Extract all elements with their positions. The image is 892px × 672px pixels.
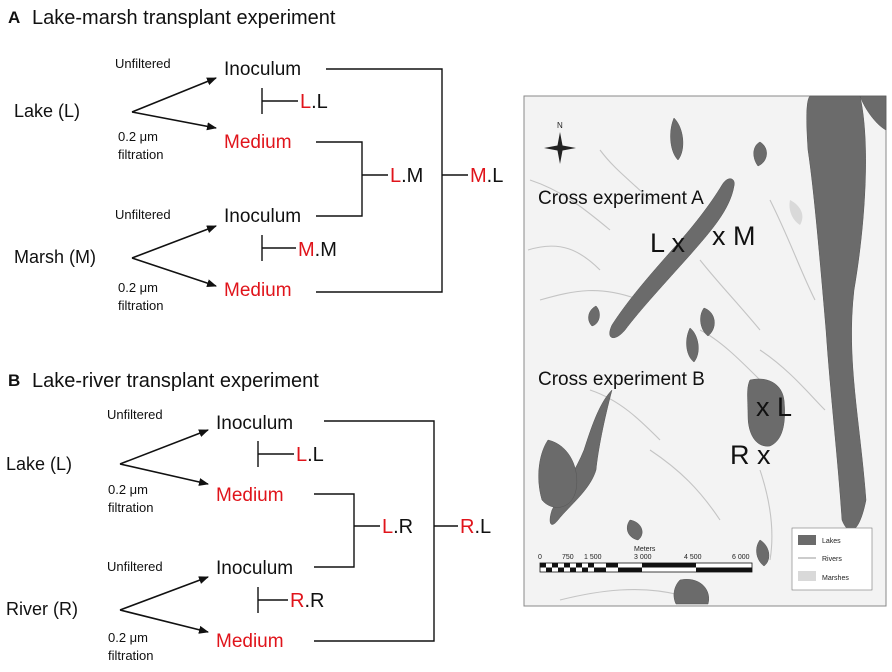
medium-lake-b: Medium <box>216 485 284 506</box>
filtration-label-marsh: filtration <box>118 298 164 313</box>
inoculum-marsh: Inoculum <box>224 206 301 227</box>
filtration-label-lake: filtration <box>118 147 164 162</box>
bracket-mm-a <box>261 235 296 261</box>
inoculum-lake-b: Inoculum <box>216 413 293 434</box>
panel-b-title: Lake-river transplant experiment <box>32 370 319 392</box>
bracket-lr-b <box>314 493 380 568</box>
panel-b: B Lake-river transplant experiment Unfil… <box>6 370 491 663</box>
combo-lm-a: L.M <box>390 165 423 187</box>
scale-tick-5: 6 000 <box>732 554 750 561</box>
panel-b-letter: B <box>8 371 20 390</box>
filtration-size-river: 0.2 μm <box>108 630 148 645</box>
combo-rr-b: R.R <box>290 590 324 612</box>
site-b-river: R x <box>730 440 771 470</box>
map-lakes <box>538 95 887 605</box>
unfiltered-label-lake: Unfiltered <box>115 56 171 71</box>
scale-tick-3: 3 000 <box>634 554 652 561</box>
medium-lake: Medium <box>224 132 292 153</box>
site-b-lake: x L <box>756 392 792 422</box>
arrow-to-medium-river <box>119 609 209 634</box>
legend-marshes-swatch <box>798 571 816 581</box>
arrow-to-inoculum-marsh <box>131 225 217 259</box>
cross-experiment-b-label: Cross experiment B <box>538 369 705 390</box>
bracket-rr-b <box>257 587 288 613</box>
bracket-ml-a <box>316 68 468 293</box>
scale-tick-4: 4 500 <box>684 554 702 561</box>
combo-rl-b: R.L <box>460 516 491 538</box>
unfiltered-label-lake-b: Unfiltered <box>107 407 163 422</box>
map-legend: Lakes Rivers Marshes <box>791 527 873 591</box>
scale-unit-label: Meters <box>634 546 656 553</box>
medium-river: Medium <box>216 631 284 652</box>
scale-tick-1: 750 <box>562 554 574 561</box>
arrow-to-inoculum-river <box>119 576 209 611</box>
combo-mm-a: M.M <box>298 239 337 261</box>
panel-a-letter: A <box>8 8 20 27</box>
filtration-size-lake: 0.2 μm <box>118 129 158 144</box>
legend-marshes-label: Marshes <box>822 575 849 582</box>
unfiltered-label-river: Unfiltered <box>107 559 163 574</box>
legend-rivers-label: Rivers <box>822 556 842 563</box>
filtration-label-river: filtration <box>108 648 154 663</box>
bracket-rl-b <box>314 420 458 642</box>
arrow-to-inoculum-lake-b <box>119 429 209 465</box>
combo-ll-a: L.L <box>300 91 328 113</box>
unfiltered-label-marsh: Unfiltered <box>115 207 171 222</box>
combo-lr-b: L.R <box>382 516 413 538</box>
source-river: River (R) <box>6 599 78 619</box>
north-arrow: N <box>544 121 576 164</box>
inoculum-lake: Inoculum <box>224 59 301 80</box>
panel-a: A Lake-marsh transplant experiment Unfil… <box>8 7 503 313</box>
legend-lakes-label: Lakes <box>822 538 841 545</box>
legend-lakes-swatch <box>798 535 816 545</box>
arrow-to-medium-lake <box>131 111 217 131</box>
site-a-lake: L x <box>650 228 686 258</box>
scale-bar: Meters 0 750 1 500 3 000 4 500 6 000 <box>538 546 753 573</box>
arrow-to-medium-lake-b <box>119 463 209 486</box>
filtration-label-lake-b: filtration <box>108 500 154 515</box>
source-lake: Lake (L) <box>14 101 80 121</box>
bracket-ll-a <box>261 88 298 114</box>
combo-ml-a: M.L <box>470 165 503 187</box>
scale-tick-0: 0 <box>538 554 542 561</box>
scale-tick-2: 1 500 <box>584 554 602 561</box>
panel-a-title: Lake-marsh transplant experiment <box>32 7 336 29</box>
medium-marsh: Medium <box>224 280 292 301</box>
bracket-ll-b <box>257 441 294 467</box>
north-label: N <box>557 121 563 130</box>
inoculum-river: Inoculum <box>216 558 293 579</box>
study-area-map: N Cross experiment A L x x M Cross exper… <box>523 95 887 607</box>
source-lake-b: Lake (L) <box>6 454 72 474</box>
source-marsh: Marsh (M) <box>14 247 96 267</box>
cross-experiment-a-label: Cross experiment A <box>538 188 704 209</box>
map-rivers <box>527 149 841 601</box>
combo-ll-b: L.L <box>296 444 324 466</box>
filtration-size-lake-b: 0.2 μm <box>108 482 148 497</box>
bracket-lm-a <box>316 141 388 217</box>
site-a-marsh: x M <box>712 221 756 251</box>
filtration-size-marsh: 0.2 μm <box>118 280 158 295</box>
arrow-to-inoculum-lake <box>131 77 217 113</box>
arrow-to-medium-marsh <box>131 257 217 287</box>
